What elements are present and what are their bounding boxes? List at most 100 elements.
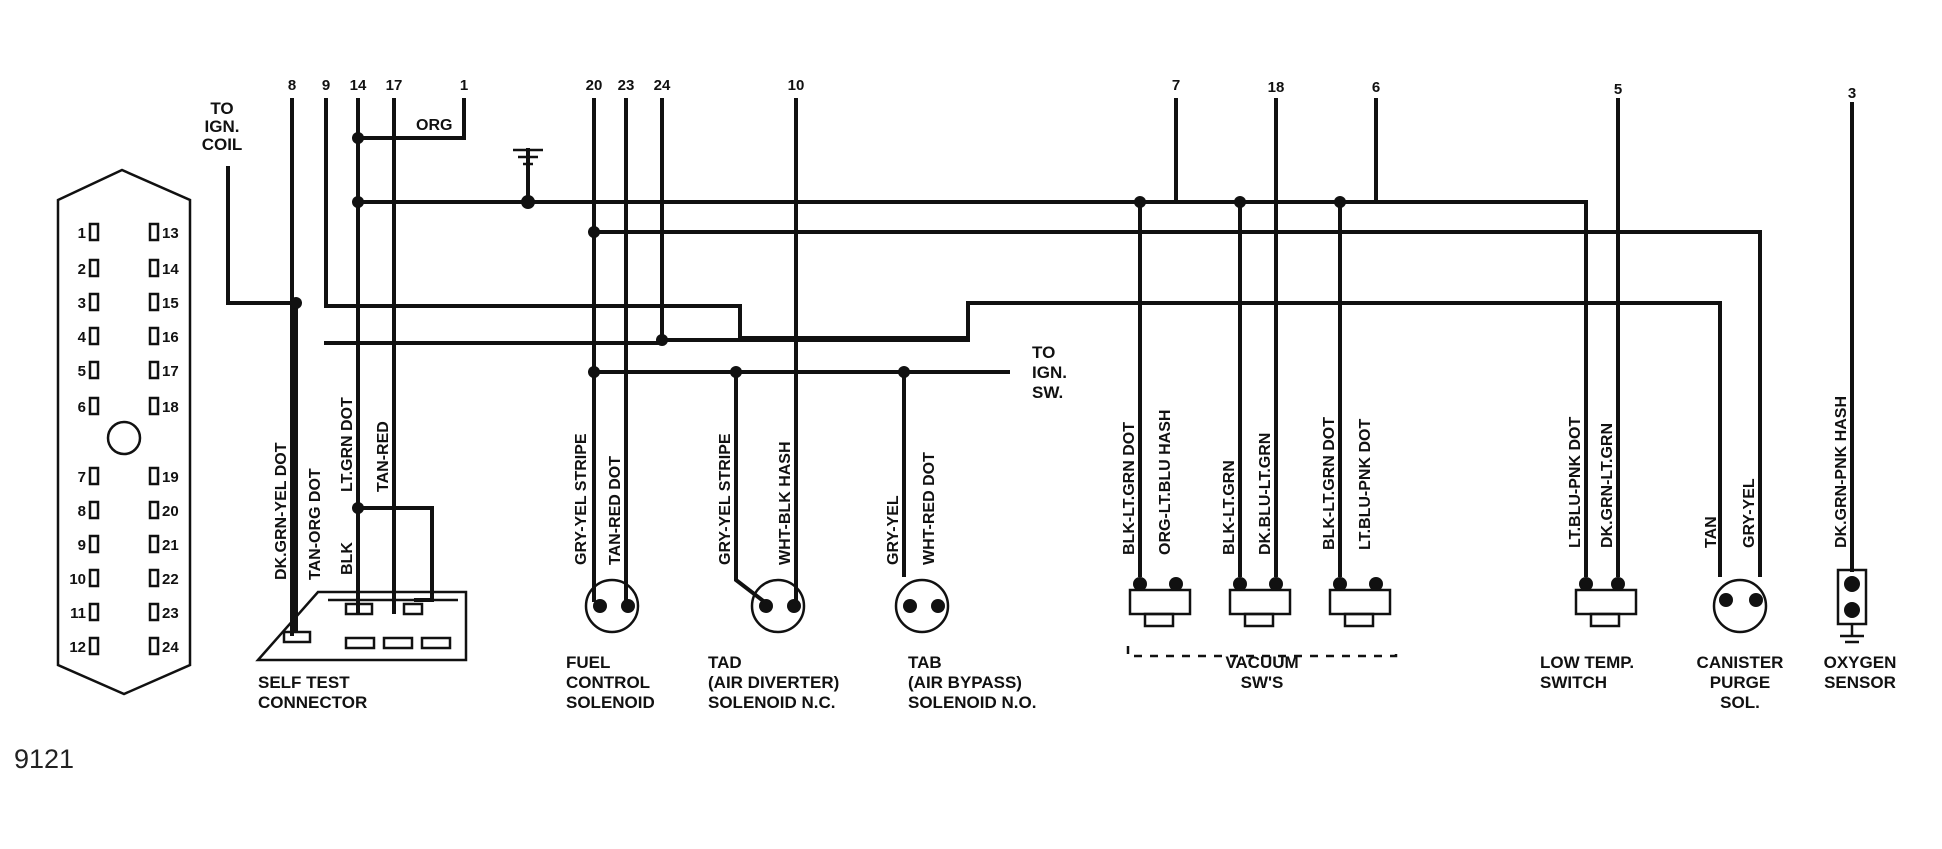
pin-number-labels: 8 9 14 17 1 20 23 24 10 7 18 6 5 3 <box>288 77 1856 102</box>
component-captions: SELF TEST CONNECTOR FUEL CONTROL SOLENOI… <box>258 653 1896 712</box>
canister-purge-solenoid <box>1712 578 1768 634</box>
connector-pin-socket <box>148 466 160 486</box>
pin-label: 3 <box>1848 85 1856 102</box>
pin-label: 17 <box>386 77 403 94</box>
connector-pin-socket <box>148 222 160 242</box>
connector-pin-number: 6 <box>78 399 86 416</box>
connector-pin-socket <box>88 466 100 486</box>
connector-pin-socket <box>88 534 100 554</box>
connector-pin-number: 9 <box>78 537 86 554</box>
caption: (AIR DIVERTER) <box>708 673 839 692</box>
connector-pin-socket <box>88 636 100 656</box>
caption: VACUUM <box>1225 653 1298 672</box>
caption: CONTROL <box>566 673 650 692</box>
to-ign-coil-line2: IGN. <box>205 117 240 136</box>
caption: LOW TEMP. <box>1540 653 1634 672</box>
connector-pin-number: 24 <box>162 639 179 656</box>
wire-label: BLK <box>339 542 356 575</box>
connector-pin-number: 22 <box>162 571 179 588</box>
wire-label: TAN <box>1703 516 1720 548</box>
wire-label: DK.GRN-YEL DOT <box>273 442 290 580</box>
connector-pin-socket <box>148 326 160 346</box>
wire-label: DK.GRN-PNK HASH <box>1833 396 1850 548</box>
connector-pin-socket <box>148 568 160 588</box>
caption: SELF TEST <box>258 673 350 692</box>
connector-pin-socket <box>88 258 100 278</box>
caption: SWITCH <box>1540 673 1607 692</box>
connector-pin-socket <box>88 292 100 312</box>
wire-label: BLK-LT.GRN DOT <box>1121 422 1138 555</box>
caption: SOL. <box>1720 693 1760 712</box>
connector-pin-socket <box>148 396 160 416</box>
connector-pin-socket <box>148 636 160 656</box>
wire-label: GRY-YEL <box>885 495 902 565</box>
connector-pin-number: 11 <box>70 605 86 622</box>
caption: SOLENOID <box>566 693 655 712</box>
connector-pin-number: 12 <box>69 639 86 656</box>
wire-label: LT.BLU-PNK DOT <box>1567 417 1584 548</box>
pin-label: 6 <box>1372 79 1380 96</box>
pin-label: 7 <box>1172 77 1180 94</box>
wire-label: WHT-BLK HASH <box>777 441 794 565</box>
pin-label: 8 <box>288 77 296 94</box>
figure-number: 9121 <box>14 744 75 774</box>
caption: TAB <box>908 653 942 672</box>
fuel-control-solenoid <box>584 578 640 634</box>
pin-label: 18 <box>1268 79 1285 96</box>
connector-pin-socket <box>88 326 100 346</box>
org-label: ORG <box>416 117 452 134</box>
vacuum-switches <box>1126 577 1398 658</box>
connector-pin-number: 14 <box>162 261 179 278</box>
connector-pin-socket <box>148 360 160 380</box>
wire-label: GRY-YEL <box>1741 478 1758 548</box>
wire-label: LT.BLU-PNK DOT <box>1357 419 1374 550</box>
pin-label: 20 <box>586 77 603 94</box>
connector-pin-socket <box>148 258 160 278</box>
pin-label: 10 <box>788 77 805 94</box>
caption: SOLENOID N.O. <box>908 693 1036 712</box>
connector-pin-number: 19 <box>162 469 179 486</box>
caption: FUEL <box>566 653 610 672</box>
wire-label: DK.BLU-LT.GRN <box>1257 433 1274 555</box>
to-ign-sw-line1: TO <box>1032 343 1055 362</box>
caption: CANISTER <box>1697 653 1784 672</box>
caption: PURGE <box>1710 673 1770 692</box>
wires <box>226 98 1854 636</box>
connector-pin-number: 1 <box>78 225 86 242</box>
connector-pin-number: 20 <box>162 503 179 520</box>
connector-pin-socket <box>148 602 160 622</box>
connector-pin-socket <box>148 292 160 312</box>
connector-pin-socket <box>88 360 100 380</box>
connector-pin-number: 5 <box>78 363 86 380</box>
wire-label: GRY-YEL STRIPE <box>573 433 590 565</box>
caption: TAD <box>708 653 742 672</box>
junction-dots <box>290 132 1346 514</box>
wire-label: TAN-RED DOT <box>607 456 624 565</box>
connector-pin-number: 3 <box>78 295 86 312</box>
wire-label: LT.GRN DOT <box>339 397 356 492</box>
to-ign-coil-line1: TO <box>210 99 233 118</box>
connector-pin-number: 16 <box>162 329 179 346</box>
low-temp-switch <box>1574 577 1638 628</box>
connector-pin-number: 18 <box>162 399 179 416</box>
wire-label: BLK-LT.GRN <box>1221 460 1238 555</box>
wire-label: WHT-RED DOT <box>921 452 938 565</box>
wire-label: BLK-LT.GRN DOT <box>1321 417 1338 550</box>
connector-pin-socket <box>148 534 160 554</box>
top-labels: ORG TO IGN. COIL TO IGN. SW. <box>202 99 1067 402</box>
to-ign-sw-line2: IGN. <box>1032 363 1067 382</box>
caption: SOLENOID N.C. <box>708 693 836 712</box>
pin-label: 23 <box>618 77 635 94</box>
caption: CONNECTOR <box>258 693 367 712</box>
connector-pin-socket <box>88 602 100 622</box>
connector-pin-number: 7 <box>78 469 86 486</box>
wire-label: ORG-LT.BLU HASH <box>1157 410 1174 555</box>
connector-pin-number: 21 <box>162 537 179 554</box>
connector-pin-socket <box>88 500 100 520</box>
pin-label: 5 <box>1614 81 1622 98</box>
wire-label: TAN-ORG DOT <box>307 468 324 580</box>
caption: (AIR BYPASS) <box>908 673 1022 692</box>
pin-label: 9 <box>322 77 330 94</box>
tab-solenoid <box>894 578 950 634</box>
